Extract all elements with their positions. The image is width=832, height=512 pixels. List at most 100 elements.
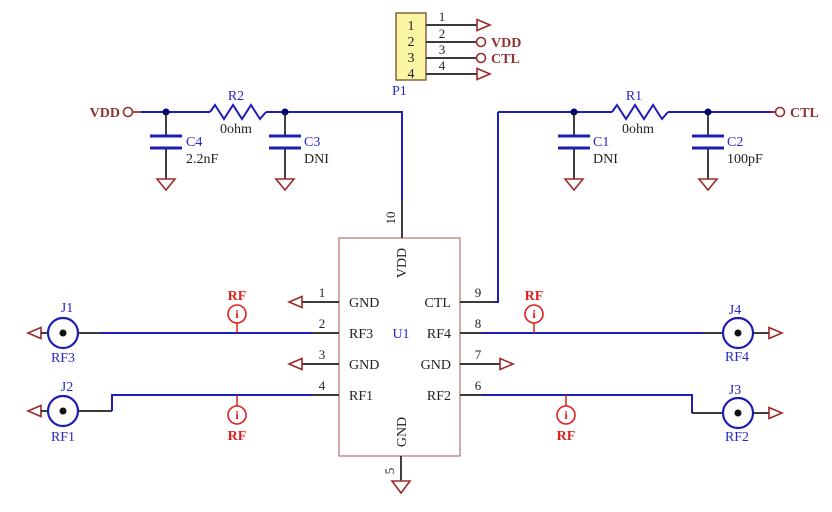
rf-testpoint-4: i RF — [556, 395, 576, 444]
testpoint-label: RF — [525, 289, 544, 304]
p1-body — [395, 12, 427, 81]
rf2-net — [482, 394, 723, 414]
j2-refdes: J2 — [61, 380, 73, 395]
j4-refdes: J4 — [729, 303, 741, 318]
u1-body — [338, 237, 461, 457]
c2-value: 100pF — [727, 152, 763, 167]
u1-pin-number: 3 — [319, 347, 326, 362]
offpage-arrow-icon — [286, 295, 303, 309]
port-circle-icon — [475, 36, 487, 48]
u1-pin-number: 10 — [383, 212, 398, 225]
coax-center-pin — [734, 409, 742, 417]
u1-ic: VDD GND U1 GND RF3 GND RF1 CTL RF4 GND R… — [286, 200, 516, 495]
p1-wire-number: 1 — [439, 9, 446, 24]
j1-net-label: RF3 — [51, 351, 75, 366]
coax-center-pin — [59, 407, 67, 415]
resistor-r2-icon — [209, 103, 267, 121]
coax-center-pin — [734, 329, 742, 337]
offpage-arrow-icon — [476, 18, 493, 32]
j1-connector: J1 RF3 — [25, 301, 80, 366]
port-circle-icon — [774, 106, 786, 118]
u1-refdes: U1 — [392, 327, 409, 342]
u1-pin-name: RF1 — [349, 389, 373, 404]
u1-pin-name: RF4 — [427, 327, 451, 342]
c4-value: 2.2nF — [186, 152, 219, 167]
offpage-arrow-icon — [768, 406, 785, 420]
testpoint-label: RF — [228, 429, 247, 444]
vdd-net-wire — [266, 111, 403, 200]
ground-icon — [390, 480, 412, 495]
ground-icon — [155, 178, 177, 192]
c3-value: DNI — [304, 152, 329, 167]
testpoint-glyph: i — [235, 408, 239, 422]
ctl-filter-rail: R1 0ohm C1 DNI C2 100pF CTL — [495, 89, 819, 303]
testpoint-glyph: i — [532, 307, 536, 321]
testpoint-icon — [556, 405, 576, 425]
c4-refdes: C4 — [186, 135, 202, 150]
p1-wire-number: 3 — [439, 42, 446, 57]
r2-refdes: R2 — [228, 89, 244, 104]
j3-net-label: RF2 — [725, 430, 749, 445]
j3-connector: J3 RF2 — [721, 383, 785, 445]
vdd-filter-rail: VDD R2 0ohm C4 2.2nF C3 DNI — [90, 89, 403, 200]
j4-connector: J4 RF4 — [721, 303, 785, 365]
p1-wire-number: 4 — [439, 58, 446, 73]
rf2-net-wire — [482, 394, 693, 413]
u1-pin-name-gnd-bottom: GND — [395, 417, 410, 447]
p1-ctl-port-label: CTL — [491, 52, 520, 67]
port-circle-icon — [475, 52, 487, 64]
testpoint-glyph: i — [235, 307, 239, 321]
ground-icon — [563, 178, 585, 192]
j4-net-label: RF4 — [725, 350, 749, 365]
u1-pin-number: 4 — [319, 378, 326, 393]
c1-value: DNI — [593, 152, 618, 167]
rf1-net — [78, 394, 312, 412]
rf-testpoint-1: i RF — [227, 289, 247, 333]
testpoint-icon — [227, 304, 247, 324]
vdd-port-label: VDD — [90, 106, 120, 121]
u1-pin-number: 6 — [475, 378, 482, 393]
u1-pin-number: 7 — [475, 347, 482, 362]
r2-value: 0ohm — [220, 122, 252, 137]
c1-refdes: C1 — [593, 135, 609, 150]
port-circle-icon — [122, 106, 134, 118]
u1-pin-number: 2 — [319, 316, 326, 331]
offpage-arrow-icon — [25, 404, 42, 418]
j3-refdes: J3 — [729, 383, 741, 398]
ground-icon — [697, 178, 719, 192]
rf-testpoint-2: i RF — [227, 395, 247, 444]
u1-pin-name: GND — [349, 358, 379, 373]
testpoint-icon — [524, 304, 544, 324]
testpoint-label: RF — [557, 429, 576, 444]
c2-refdes: C2 — [727, 135, 743, 150]
j2-net-label: RF1 — [51, 430, 75, 445]
offpage-arrow-icon — [476, 67, 493, 81]
u1-pin-name-vdd: VDD — [395, 248, 410, 278]
p1-refdes: P1 — [392, 84, 407, 99]
offpage-arrow-icon — [25, 326, 42, 340]
testpoint-label: RF — [228, 289, 247, 304]
u1-pin-name: CTL — [425, 296, 451, 311]
testpoint-icon — [227, 405, 247, 425]
u1-pin-number: 5 — [382, 468, 397, 475]
u1-pin-name: RF3 — [349, 327, 373, 342]
r1-refdes: R1 — [626, 89, 642, 104]
p1-pin-number: 2 — [408, 35, 415, 50]
p1-wire-number: 2 — [439, 26, 446, 41]
offpage-arrow-icon — [286, 357, 303, 371]
p1-pin-number: 3 — [408, 51, 415, 66]
resistor-r1-icon — [611, 103, 669, 121]
u1-pin-name: GND — [349, 296, 379, 311]
j2-connector: J2 RF1 — [25, 380, 80, 445]
rf-testpoint-3: i RF — [524, 289, 544, 333]
j1-refdes: J1 — [61, 301, 73, 316]
u1-pin-number: 8 — [475, 316, 482, 331]
offpage-arrow-icon — [499, 357, 516, 371]
testpoint-glyph: i — [564, 408, 568, 422]
ctl-net-riser — [495, 112, 499, 303]
p1-vdd-port-label: VDD — [491, 36, 521, 51]
coax-center-pin — [59, 329, 67, 337]
p1-pin-number: 1 — [408, 19, 415, 34]
u1-pin-name: RF2 — [427, 389, 451, 404]
